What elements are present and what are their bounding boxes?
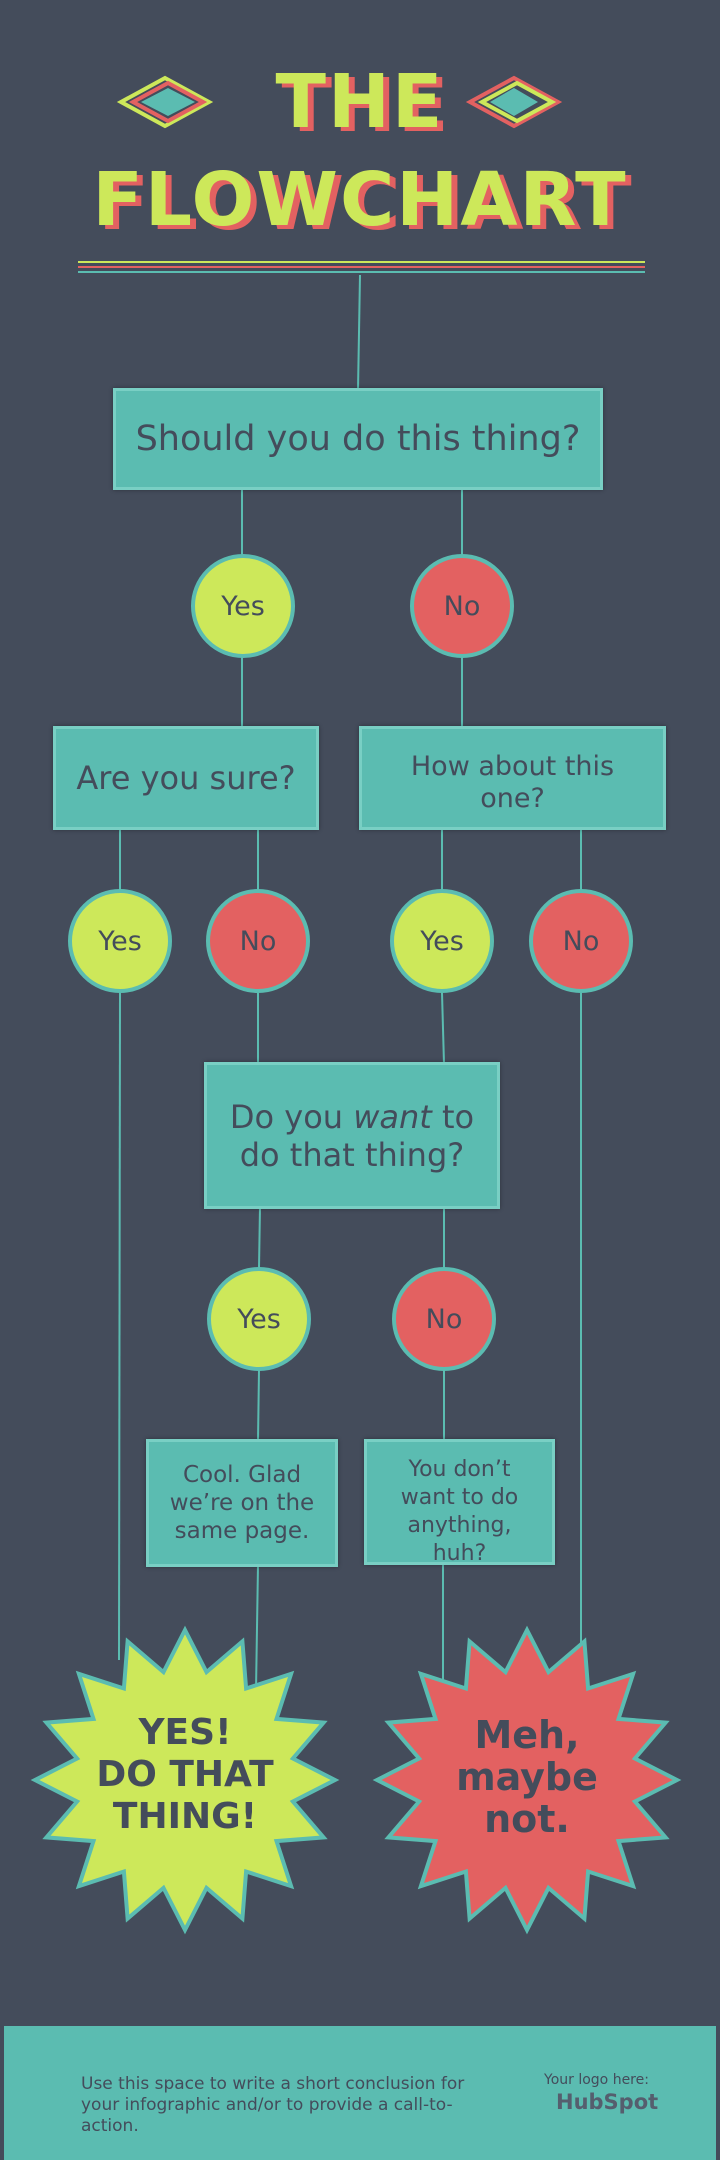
response-cool-glad: Cool. Glad we’re on the same page.: [146, 1439, 338, 1567]
yes-node-1-label: Yes: [221, 590, 265, 622]
outcome-no: Meh, maybe not.: [402, 1714, 652, 1840]
question-should-you-label: Should you do this thing?: [135, 419, 581, 459]
question-are-you-sure-label: Are you sure?: [76, 759, 296, 797]
yes-starburst: [30, 1625, 340, 1935]
question-do-you-want-emphasis: want: [353, 1097, 432, 1136]
outcome-no-line-1: Meh,: [474, 1713, 580, 1757]
yes-node-2a-label: Yes: [98, 925, 142, 957]
outcome-yes: YES! DO THAT THING!: [60, 1712, 310, 1838]
no-node-2a-label: No: [239, 925, 277, 957]
no-node-3-label: No: [425, 1303, 463, 1335]
no-node-2b-label: No: [562, 925, 600, 957]
question-do-you-want: Do you want to do that thing?: [204, 1062, 500, 1209]
connector-lines: [118, 274, 582, 1691]
question-should-you: Should you do this thing?: [113, 388, 603, 490]
question-do-you-want-label: Do you want to do that thing?: [227, 1098, 477, 1174]
outcome-no-line-3: not.: [484, 1797, 570, 1841]
no-starburst: [372, 1625, 682, 1935]
question-how-about-this-one-label: How about this one?: [410, 751, 615, 814]
no-node-1: No: [410, 554, 514, 658]
outcome-yes-line-3: THING!: [112, 1796, 258, 1837]
response-dont-want-label: You don’t want to do anything, huh?: [400, 1457, 519, 1565]
no-node-2a: No: [206, 889, 310, 993]
outcome-yes-line-1: YES!: [138, 1712, 232, 1753]
question-do-you-want-text-start: Do you: [229, 1097, 354, 1136]
hubspot-logo[interactable]: HubSpot: [556, 2090, 659, 2114]
left-diamond-icon: [116, 75, 214, 129]
footer-panel: Use this space to write a short conclusi…: [4, 2026, 716, 2160]
question-do-you-want-text-end: to do that thing?: [239, 1097, 475, 1174]
response-cool-glad-label: Cool. Glad we’re on the same page.: [169, 1462, 315, 1544]
yes-node-3-label: Yes: [237, 1303, 281, 1335]
logo-caption: Your logo here:: [544, 2072, 649, 2088]
outcome-no-line-2: maybe: [456, 1755, 598, 1799]
question-are-you-sure: Are you sure?: [53, 726, 319, 830]
title-line-1: THE: [275, 59, 445, 145]
outcome-yes-line-2: DO THAT: [96, 1754, 274, 1795]
no-node-3: No: [392, 1267, 496, 1371]
yes-node-2a: Yes: [68, 889, 172, 993]
no-node-1-label: No: [443, 590, 481, 622]
header-divider: [78, 261, 645, 273]
yes-node-2b-label: Yes: [420, 925, 464, 957]
footer-conclusion: Use this space to write a short conclusi…: [81, 2074, 465, 2136]
no-node-2b: No: [529, 889, 633, 993]
yes-node-2b: Yes: [390, 889, 494, 993]
right-diamond-icon: [465, 75, 563, 129]
question-how-about-this-one: How about this one?: [359, 726, 666, 830]
response-dont-want: You don’t want to do anything, huh?: [364, 1439, 555, 1565]
yes-node-3: Yes: [207, 1267, 311, 1371]
yes-node-1: Yes: [191, 554, 295, 658]
title-line-2: FLOWCHART: [92, 157, 628, 243]
